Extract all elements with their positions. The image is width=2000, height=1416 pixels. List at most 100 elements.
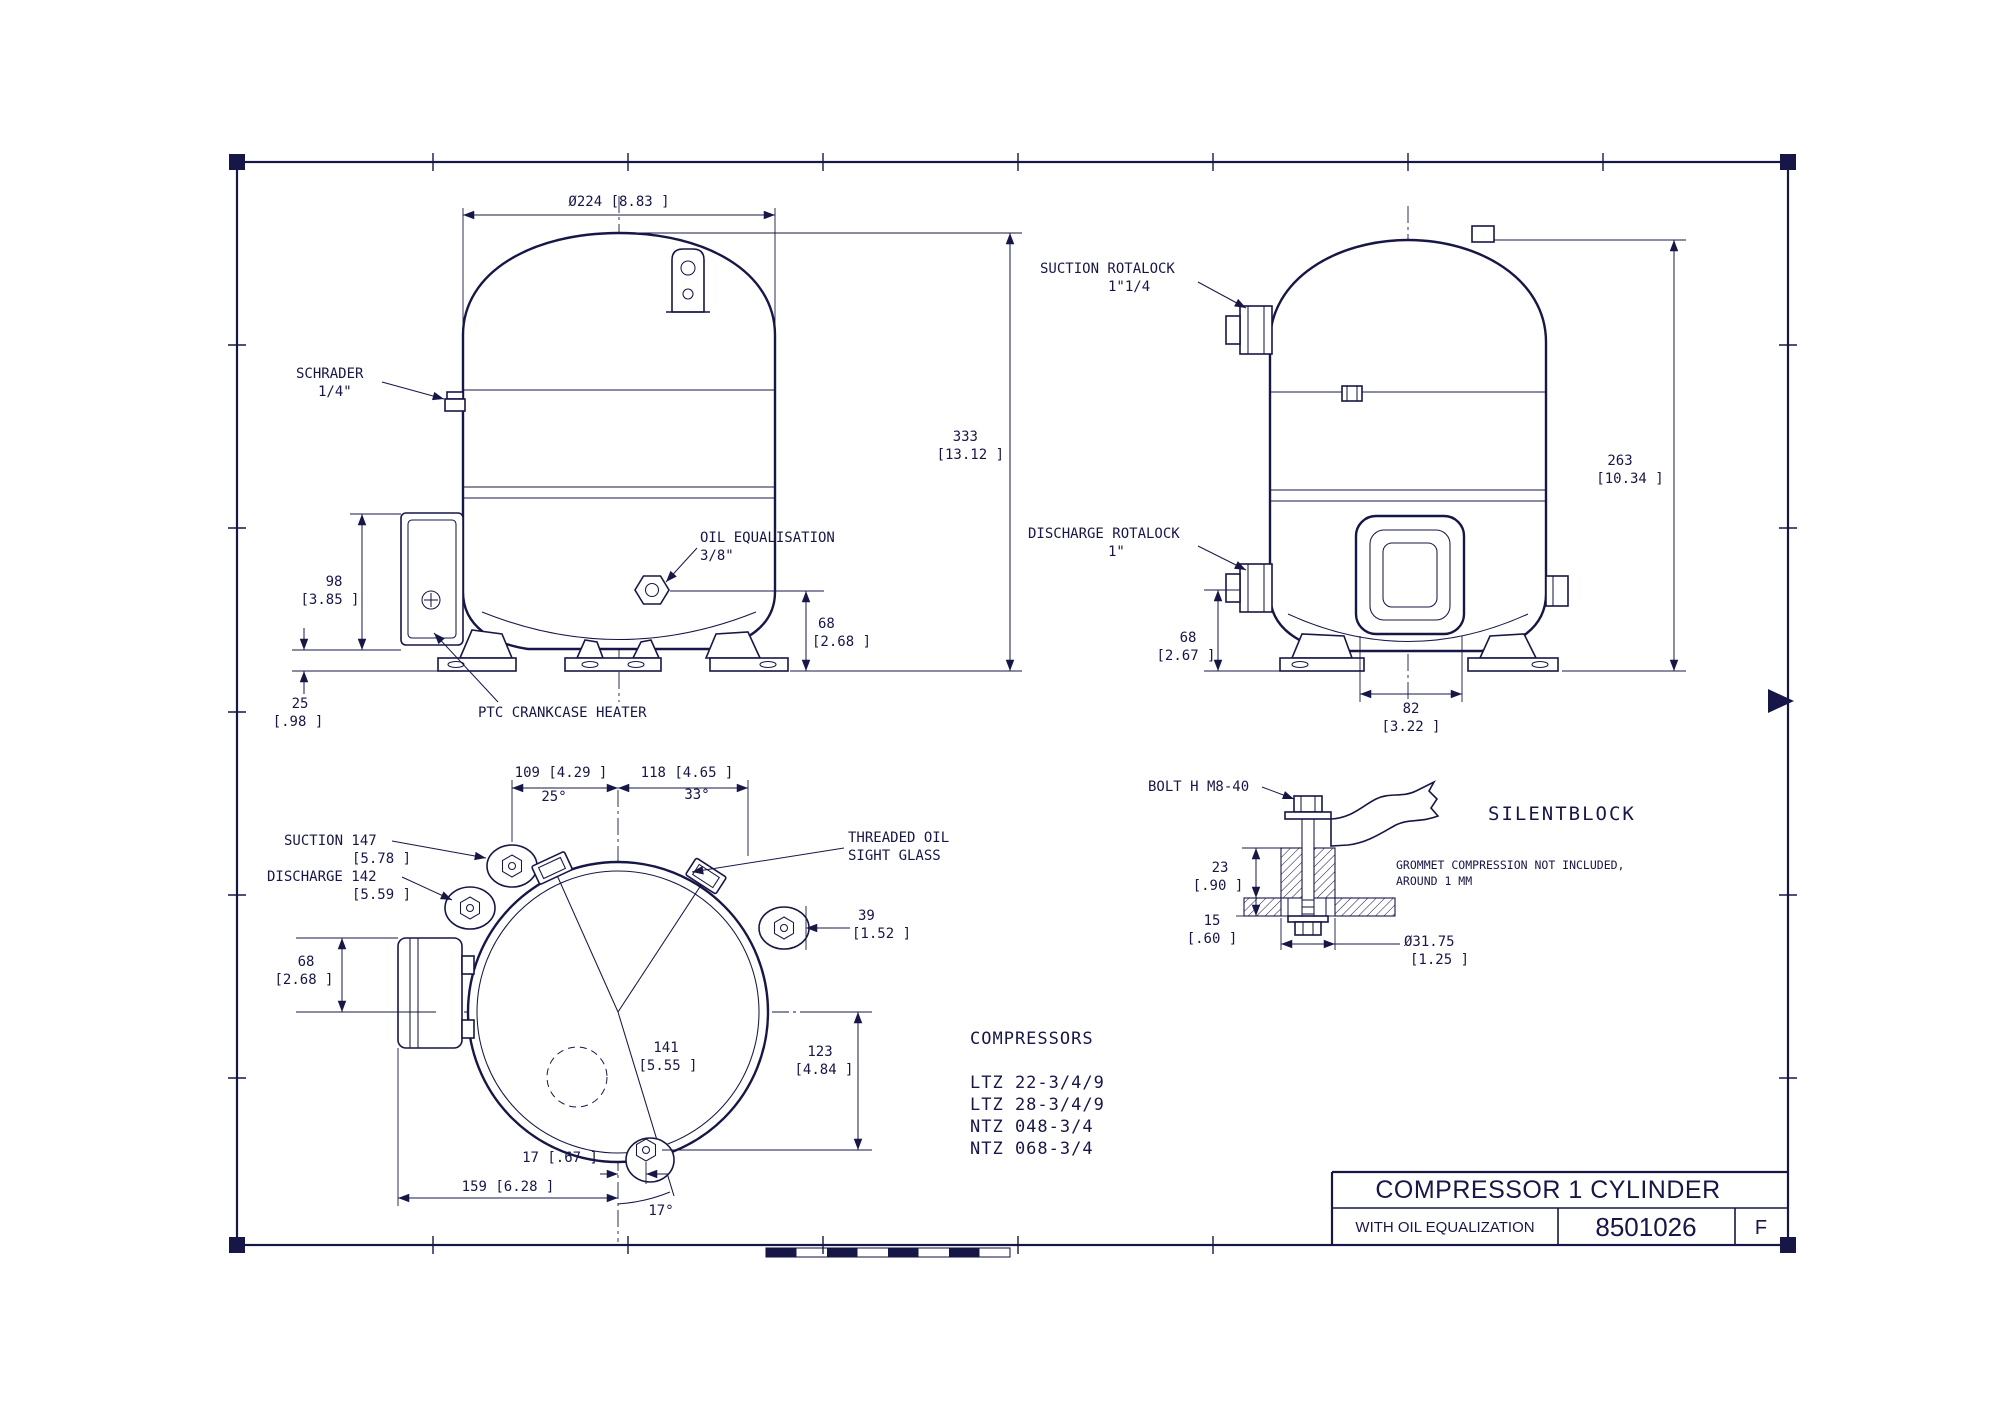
angle-text-17: 17°	[648, 1203, 673, 1219]
dim-text-98-in: [3.85 ]	[300, 592, 359, 608]
label-oil-equalisation: OIL EQUALISATION 3/8"	[665, 530, 835, 583]
dim-diameter-224: Ø224 [8.83 ]	[462, 194, 776, 328]
mounting-lug	[758, 906, 810, 950]
compressor-shell	[461, 231, 777, 651]
dim-text-123-mm: 123	[807, 1044, 832, 1060]
dim-text-39-mm: 39	[858, 908, 875, 924]
dim-text-25-in: [.98 ]	[273, 714, 324, 730]
grommet-note-text-1: GROMMET COMPRESSION NOT INCLUDED,	[1396, 858, 1624, 872]
discharge-rotalock-text-2: 1"	[1108, 544, 1125, 560]
dim-159: 159 [6.28 ]	[397, 1048, 618, 1206]
schrader-fitting	[444, 391, 466, 412]
dim-text-25-mm: 25	[292, 696, 309, 712]
dim-text-23-in: [.90 ]	[1193, 878, 1244, 894]
dim-15: 15 [.60 ]	[1187, 898, 1261, 947]
suction-rotalock-text-2: 1"1/4	[1108, 279, 1150, 295]
dim-text-141-in: [5.55 ]	[638, 1058, 697, 1074]
drawing-subtitle: WITH OIL EQUALIZATION	[1355, 1219, 1534, 1236]
corner-mark	[229, 154, 245, 170]
dim-text-263-mm: 263	[1607, 453, 1632, 469]
dim-text-141-mm: 141	[653, 1040, 678, 1056]
valve-plate	[1354, 514, 1466, 636]
schrader-text-1: SCHRADER	[296, 366, 364, 382]
lifting-lug	[666, 248, 710, 313]
dim-text-17: 17 [.67 ]	[522, 1150, 598, 1166]
dim-height-263: 263 [10.34 ]	[1494, 239, 1686, 672]
dim-text-dia-in: [1.25 ]	[1410, 952, 1469, 968]
dim-foot-68: 68 [2.67 ]	[1156, 589, 1280, 672]
dim-height-333: 333 [13.12 ]	[632, 232, 1022, 672]
drawing-number: 8501026	[1595, 1212, 1696, 1242]
dim-angle-17: 17°	[617, 1191, 674, 1219]
suction-rotalock-text-1: SUCTION ROTALOCK	[1040, 261, 1175, 277]
dim-text-dia-mm: Ø31.75	[1404, 934, 1455, 950]
suction-dim-text-2: [5.78 ]	[352, 851, 411, 867]
silentblock-title: SILENTBLOCK	[1488, 803, 1636, 825]
label-bolt: BOLT H M8-40	[1148, 779, 1295, 800]
terminal-box	[400, 512, 464, 646]
compressor-list-heading: COMPRESSORS	[970, 1029, 1094, 1049]
grommet-note: GROMMET COMPRESSION NOT INCLUDED, AROUND…	[1396, 858, 1624, 888]
dim-plate-82: 82 [3.22 ]	[1359, 636, 1463, 735]
dim-23: 23 [.90 ]	[1193, 847, 1281, 898]
dim-text-109: 109 [4.29 ]	[515, 765, 608, 781]
discharge-dim-text-2: [5.59 ]	[352, 887, 411, 903]
dim-text-263-in: [10.34 ]	[1596, 471, 1663, 487]
label-ptc-heater: PTC CRANKCASE HEATER	[433, 632, 647, 721]
fold-arrow-mark	[1768, 689, 1794, 713]
dim-text-68top-in: [2.68 ]	[274, 972, 333, 988]
top-fitting	[531, 851, 573, 885]
terminal-box-top	[397, 937, 475, 1049]
compressor-model: NTZ 068-3/4	[970, 1139, 1094, 1159]
mounting-lug	[486, 844, 538, 888]
dim-oil-68: 68 [2.68 ]	[670, 590, 871, 672]
scale-bar	[765, 1247, 1011, 1258]
dim-text-123-in: [4.84 ]	[794, 1062, 853, 1078]
label-schrader: SCHRADER 1/4"	[296, 366, 445, 401]
dim-text-15-in: [.60 ]	[1187, 931, 1238, 947]
dim-17: 17 [.67 ]	[522, 1150, 668, 1184]
dim-text-68top-mm: 68	[298, 954, 315, 970]
title-block: COMPRESSOR 1 CYLINDER WITH OIL EQUALIZAT…	[1330, 1170, 1788, 1245]
discharge-dim-text-1: DISCHARGE 142	[267, 869, 377, 885]
suction-rotalock-fitting	[1225, 305, 1273, 355]
compressor-model: LTZ 28-3/4/9	[970, 1095, 1105, 1115]
silentblock-detail: BOLT H M8-40 SILENTBLOCK 23 [.90 ] 15 [.…	[1148, 779, 1636, 968]
mounting-feet	[437, 629, 789, 672]
dim-text-68-mm: 68	[818, 616, 835, 632]
dim-text-68side-mm: 68	[1180, 630, 1197, 646]
corner-mark	[1780, 154, 1796, 170]
dim-text-15-mm: 15	[1204, 913, 1221, 929]
dim-123: 123 [4.84 ]	[662, 1011, 872, 1151]
dim-text-82-in: [3.22 ]	[1381, 719, 1440, 735]
dim-68-top: 68 [2.68 ]	[274, 937, 436, 1013]
mounting-lug	[625, 1137, 675, 1183]
discharge-rotalock-text-1: DISCHARGE ROTALOCK	[1028, 526, 1180, 542]
suction-dim-text-1: SUCTION 147	[284, 833, 377, 849]
rubber-grommet	[1280, 847, 1336, 917]
sight-glass-text-2: SIGHT GLASS	[848, 848, 941, 864]
base-plate	[1243, 897, 1396, 917]
dim-text-333-mm: 333	[953, 429, 978, 445]
schrader-text-2: 1/4"	[318, 384, 352, 400]
dim-suction-discharge: SUCTION 147 [5.78 ] DISCHARGE 142 [5.59 …	[267, 833, 487, 903]
lifting-lug-edge	[1471, 225, 1495, 243]
dim-text-diameter: Ø224 [8.83 ]	[568, 194, 669, 210]
mounting-lug	[444, 886, 496, 930]
angle-text-33: 33°	[684, 787, 709, 803]
nut-washer	[1287, 915, 1329, 936]
dim-text-98-mm: 98	[326, 574, 343, 590]
angle-text-25: 25°	[541, 789, 566, 805]
compressor-model: NTZ 048-3/4	[970, 1117, 1094, 1137]
label-suction-rotalock: SUCTION ROTALOCK 1"1/4	[1040, 261, 1247, 309]
drawing-frame	[228, 153, 1797, 1258]
dim-foot-25: 25 [.98 ]	[273, 628, 438, 730]
corner-mark	[1780, 1237, 1796, 1253]
front-view: Ø224 [8.83 ] 333 [13.12 ] SCHRADER 1/4" …	[273, 194, 1022, 730]
dim-text-68-in: [2.68 ]	[812, 634, 871, 650]
oil-eq-text-2: 3/8"	[700, 548, 734, 564]
dim-text-159: 159 [6.28 ]	[462, 1179, 555, 1195]
dim-text-118: 118 [4.65 ]	[641, 765, 734, 781]
